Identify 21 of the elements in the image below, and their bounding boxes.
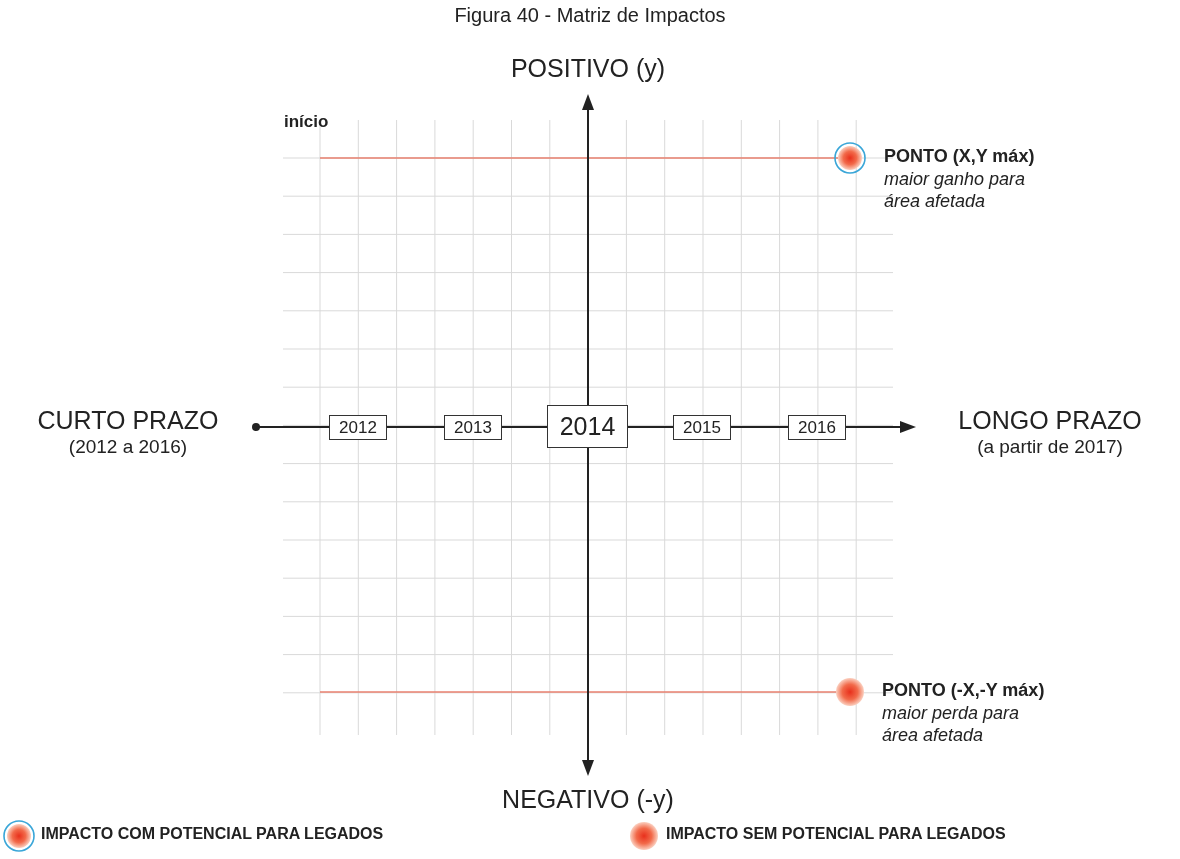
year-box: 2013	[444, 415, 502, 440]
axis-label: POSITIVO (y)	[509, 54, 667, 83]
year-box: 2014	[547, 405, 628, 448]
axis-label: CURTO PRAZO	[36, 406, 220, 435]
point-label: PONTO (X,Y máx)	[884, 146, 1035, 167]
axis-sublabel: (a partir de 2017)	[976, 436, 1124, 458]
year-box: 2012	[329, 415, 387, 440]
point-label: PONTO (-X,-Y máx)	[882, 680, 1045, 701]
axis-label: LONGO PRAZO	[957, 406, 1143, 435]
point-description: maior perda para área afetada	[882, 702, 1021, 746]
start-label: início	[284, 112, 329, 132]
legacy-impact-point	[834, 142, 866, 174]
year-box: 2015	[673, 415, 731, 440]
year-box: 2016	[788, 415, 846, 440]
figure-title: Figura 40 - Matriz de Impactos	[453, 4, 727, 27]
legend-text: IMPACTO COM POTENCIAL PARA LEGADOS	[41, 825, 384, 843]
axis-sublabel: (2012 a 2016)	[67, 436, 189, 458]
impact-point	[836, 678, 864, 706]
legend-text: IMPACTO SEM POTENCIAL PARA LEGADOS	[666, 825, 1006, 843]
point-description: maior ganho para área afetada	[884, 168, 1027, 212]
axis-label: NEGATIVO (-y)	[501, 785, 675, 814]
